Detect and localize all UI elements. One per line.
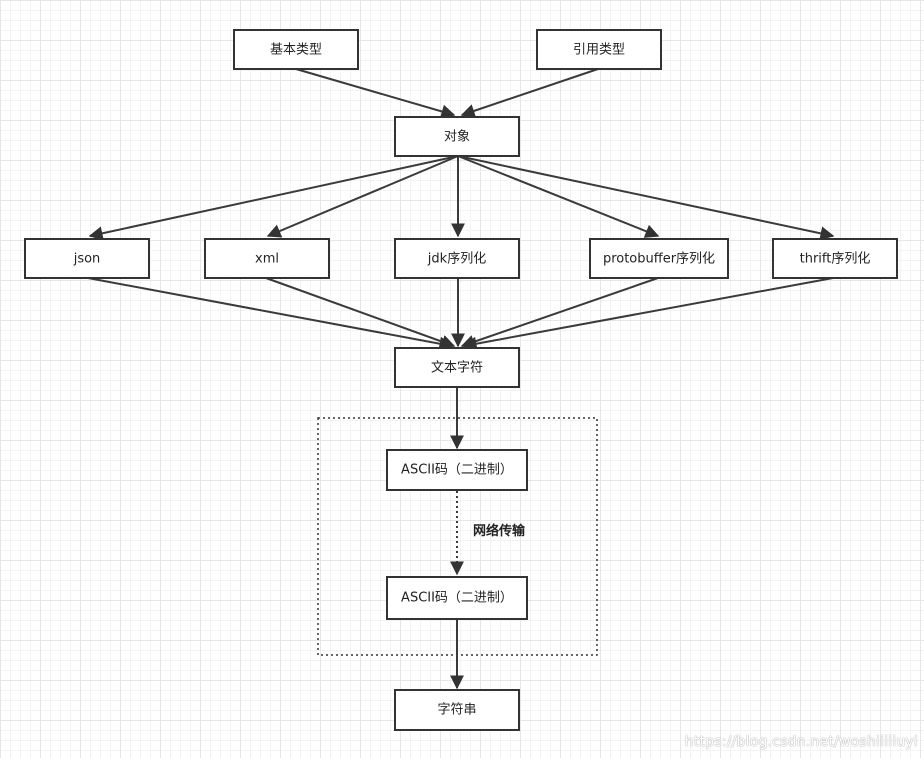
edge-thrift-to-text <box>462 277 834 351</box>
node-thrift: thrift序列化 <box>772 238 898 279</box>
node-jdk: jdk序列化 <box>394 238 520 279</box>
network-transfer-label: 网络传输 <box>473 523 526 539</box>
node-thrift-label: thrift序列化 <box>800 252 871 267</box>
node-ascii-top-label: ASCII码（二进制） <box>401 463 513 478</box>
node-protobuffer: protobuffer序列化 <box>589 238 729 279</box>
node-basic-types: 基本类型 <box>233 29 359 70</box>
node-protobuffer-label: protobuffer序列化 <box>603 252 715 267</box>
edge-reference-to-object <box>460 68 599 118</box>
watermark: https://blog.csdn.net/woshililiuyi <box>684 734 918 750</box>
node-xml: xml <box>204 238 330 279</box>
node-text-chars: 文本字符 <box>394 347 520 388</box>
node-object-label: 对象 <box>444 130 470 145</box>
node-text-chars-label: 文本字符 <box>431 360 483 376</box>
edge-xml-to-text <box>265 277 456 349</box>
edge-protobuffer-to-text <box>460 277 659 349</box>
node-json: json <box>24 238 150 279</box>
edge-object-to-xml <box>266 155 459 238</box>
node-string: 字符串 <box>394 689 520 731</box>
node-jdk-label: jdk序列化 <box>427 252 486 267</box>
node-reference-types-label: 引用类型 <box>573 43 625 58</box>
node-ascii-bottom-label: ASCII码（二进制） <box>401 591 513 606</box>
node-object: 对象 <box>394 116 520 157</box>
edge-object-to-thrift <box>457 155 835 241</box>
edges <box>87 68 835 690</box>
edge-object-to-protobuffer <box>457 155 660 238</box>
edge-object-to-json <box>88 155 459 241</box>
edge-json-to-text <box>87 277 454 351</box>
edge-basic-to-object <box>295 68 456 119</box>
node-string-label: 字符串 <box>437 702 476 718</box>
node-basic-types-label: 基本类型 <box>270 43 322 58</box>
node-json-label: json <box>73 252 101 267</box>
node-ascii-top: ASCII码（二进制） <box>386 449 528 491</box>
node-reference-types: 引用类型 <box>536 29 662 70</box>
node-xml-label: xml <box>255 252 279 267</box>
node-ascii-bottom: ASCII码（二进制） <box>386 576 528 620</box>
